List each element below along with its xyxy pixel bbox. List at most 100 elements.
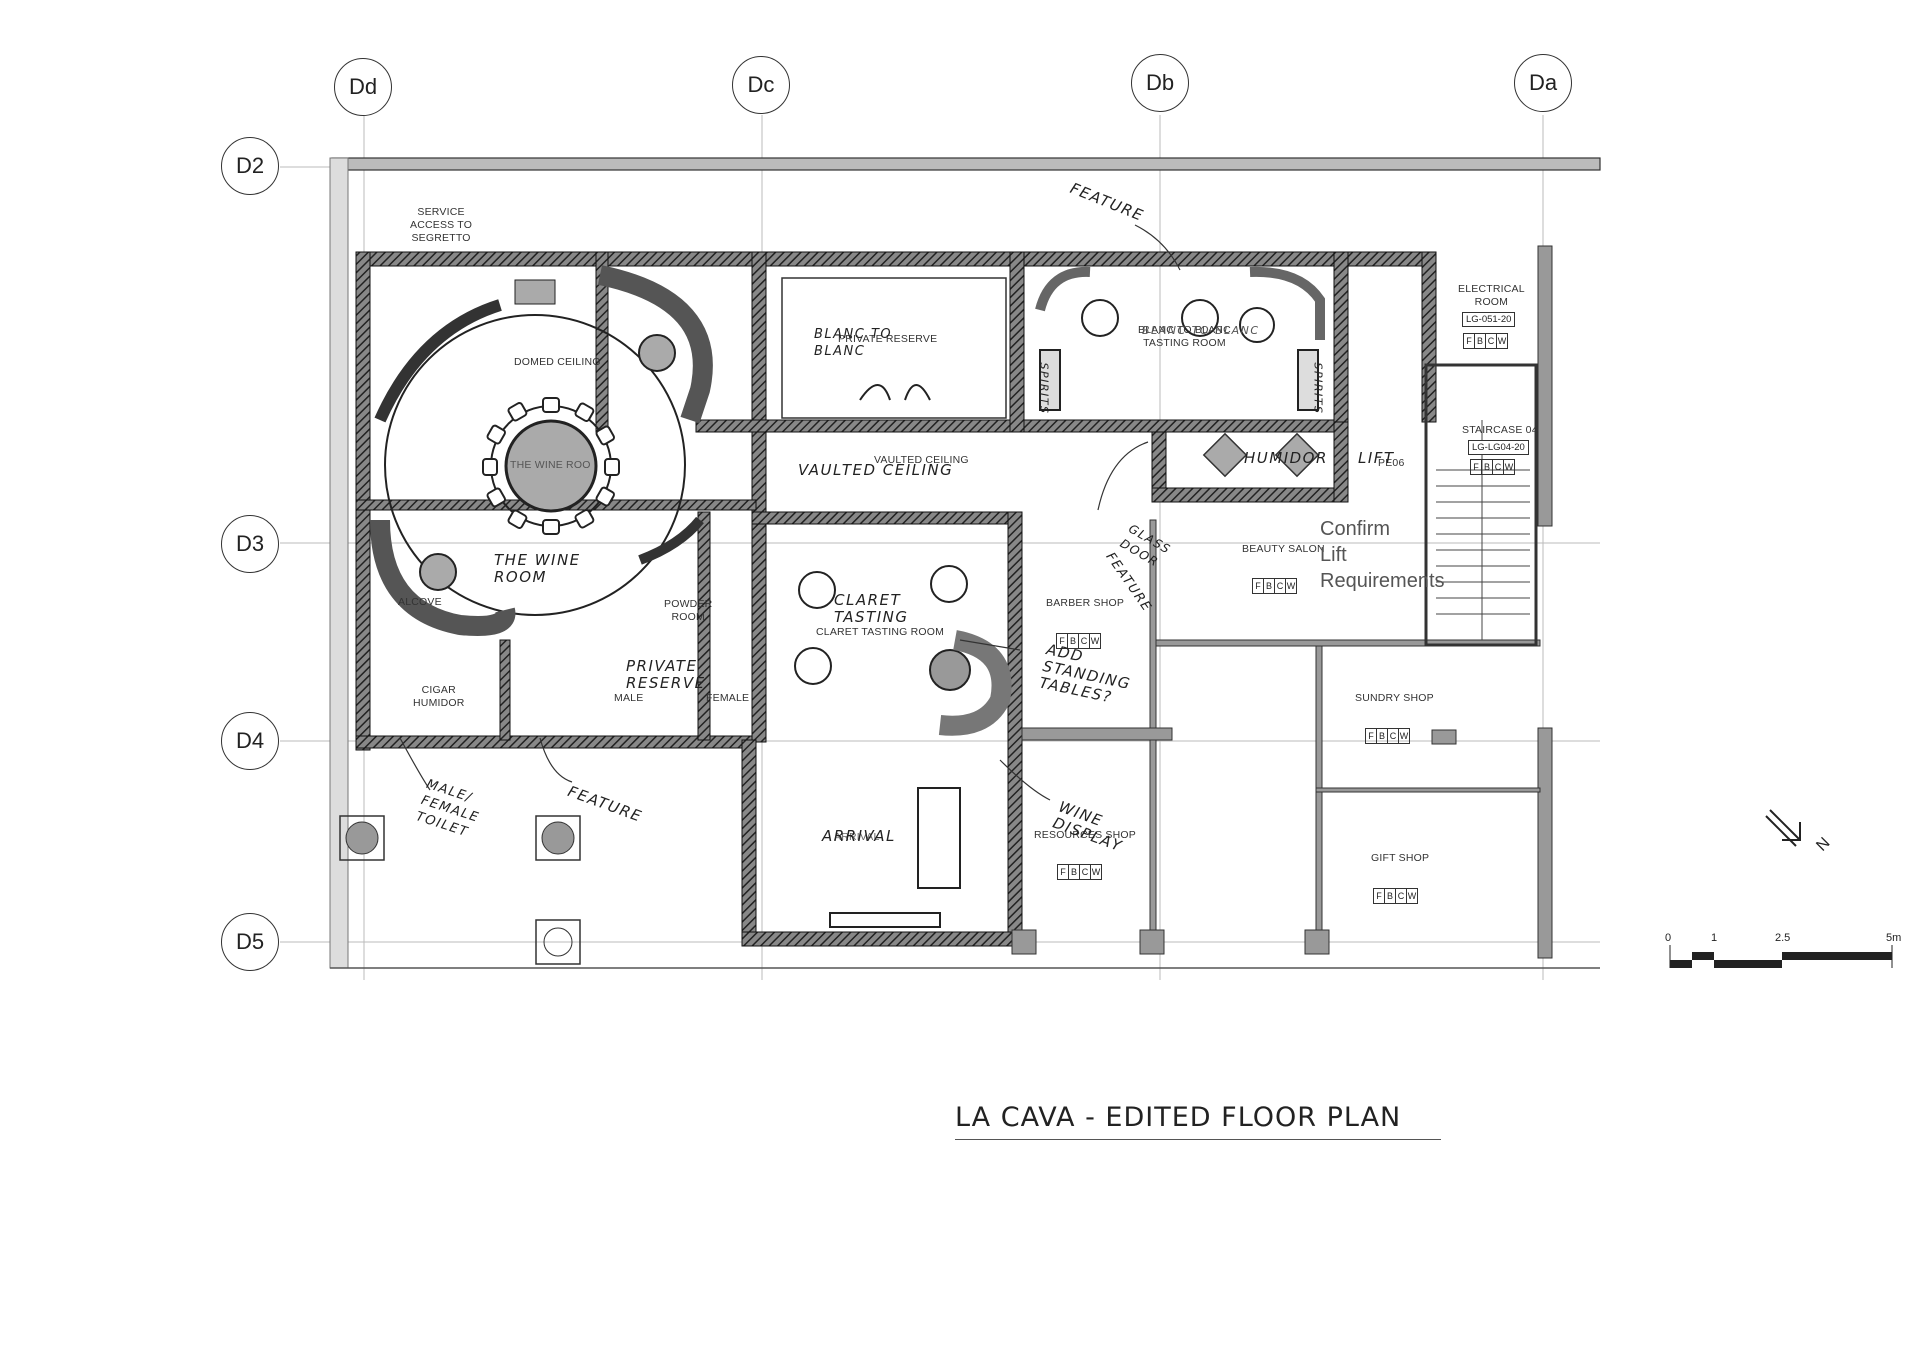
lift-tag: PE06 bbox=[1378, 457, 1405, 469]
room-label-gift-shop: GIFT SHOP bbox=[1371, 852, 1430, 864]
scale-label-5m: 5m bbox=[1886, 932, 1902, 944]
room-label-vaulted-ceiling: VAULTED CEILING bbox=[874, 454, 969, 466]
fbcw-f: F bbox=[1060, 867, 1066, 877]
leader-lines bbox=[399, 224, 1181, 801]
annotation-blanc-to-blanc: BLANC TO BLANC bbox=[814, 327, 893, 359]
fbcw-b: B bbox=[1263, 579, 1274, 593]
fbcw-w: W bbox=[1089, 634, 1100, 648]
room-label-claret-tasting-room: CLARET TASTING ROOM bbox=[816, 626, 945, 638]
room-label-sundry-shop: SUNDRY SHOP bbox=[1355, 692, 1434, 704]
fbcw-w: W bbox=[1398, 729, 1409, 743]
grid-bubble-row-d3: D3 bbox=[221, 515, 279, 573]
room-label-powder-room: POWDER ROOM bbox=[664, 598, 713, 623]
humidor-diamonds bbox=[1202, 432, 1320, 478]
scale-label-2-5: 2.5 bbox=[1775, 932, 1791, 944]
room-label-private-reserve: PRIVATE RESERVE bbox=[838, 333, 938, 345]
north-arrow bbox=[1765, 809, 1801, 847]
room-label-beauty-salon: BEAUTY SALON bbox=[1242, 543, 1325, 555]
annotation-spirits-right: SPIRITS bbox=[1311, 362, 1325, 415]
top-wall bbox=[331, 157, 1601, 171]
arrival-desk bbox=[917, 787, 961, 889]
fbcw-b: B bbox=[1067, 634, 1078, 648]
right-walls bbox=[1021, 245, 1553, 959]
fbcw-w: W bbox=[1503, 460, 1514, 474]
fbcw-w: W bbox=[1285, 579, 1296, 593]
code-staircase: LG-LG04-20 bbox=[1468, 440, 1529, 455]
annotation-arrival: ARRIVAL bbox=[822, 827, 896, 845]
fbcw-c: C bbox=[1274, 579, 1285, 593]
fbcw-b: B bbox=[1474, 334, 1485, 348]
fbcw-c: C bbox=[1078, 634, 1089, 648]
staircase-treads bbox=[1436, 420, 1530, 640]
room-label-domed-ceiling: DOMED CEILING bbox=[514, 356, 601, 368]
room-label-alcove: ALCOVE bbox=[398, 596, 442, 608]
grid-bubble-col-dd: Dd bbox=[334, 58, 392, 116]
room-label-blanc-tasting-room: BLANC TO BLANC TASTING ROOM bbox=[1138, 324, 1231, 349]
annotation-vaulted-ceiling: VAULTED CEILING bbox=[798, 461, 954, 479]
room-label-barber-shop: BARBER SHOP bbox=[1046, 597, 1125, 609]
annotation-private-reserve: PRIVATE RESERVE bbox=[626, 657, 706, 692]
fbcw-c: C bbox=[1079, 865, 1090, 879]
room-label-resources-shop: RESOURCES SHOP bbox=[1034, 829, 1136, 841]
fbcw-w: W bbox=[1406, 889, 1417, 903]
grid-bubble-col-dc: Dc bbox=[732, 56, 790, 114]
fbcw-f: F bbox=[1473, 462, 1479, 472]
drawing-title: LA CAVA - EDITED FLOOR PLAN bbox=[955, 1102, 1442, 1140]
main-walls bbox=[355, 251, 1437, 947]
scale-label-0: 0 bbox=[1665, 932, 1672, 944]
blanc-seating bbox=[1035, 266, 1325, 411]
grid-bubble-row-d5: D5 bbox=[221, 913, 279, 971]
fbcw-f: F bbox=[1368, 731, 1374, 741]
fbcw-w: W bbox=[1496, 334, 1507, 348]
fbcw-c: C bbox=[1395, 889, 1406, 903]
fbcw-b: B bbox=[1384, 889, 1395, 903]
room-label-cigar-humidor: CIGAR HUMIDOR bbox=[413, 684, 465, 709]
room-label-service-access: SERVICE ACCESS TO SEGRETTO bbox=[410, 206, 473, 244]
annotation-humidor: HUMIDOR bbox=[1244, 449, 1328, 467]
scale-label-1: 1 bbox=[1711, 932, 1718, 944]
grid-bubble-col-da: Da bbox=[1514, 54, 1572, 112]
column-squares bbox=[1011, 729, 1457, 955]
wine-room-table bbox=[482, 397, 620, 535]
fbcw-b: B bbox=[1481, 460, 1492, 474]
grid-bubble-row-d4: D4 bbox=[221, 712, 279, 770]
fbcw-b: B bbox=[1376, 729, 1387, 743]
claret-tables bbox=[794, 565, 1012, 736]
scale-bar bbox=[1669, 945, 1893, 968]
annotation-lift: LIFT bbox=[1358, 449, 1395, 467]
confirm-lift-note: Confirm Lift Requirements bbox=[1320, 518, 1445, 592]
annotation-blanc-to-blanc-2: BLANC TO BLANC bbox=[1142, 324, 1260, 337]
left-column-strip bbox=[329, 157, 349, 969]
wine-room-shape bbox=[370, 265, 713, 636]
fbcw-f: F bbox=[1255, 581, 1261, 591]
fbcw-f: F bbox=[1466, 336, 1472, 346]
room-label-arrival: ARRIVAL bbox=[834, 831, 880, 843]
fbcw-c: C bbox=[1492, 460, 1503, 474]
annotation-spirits-left: SPIRITS bbox=[1037, 362, 1051, 415]
fbcw-f: F bbox=[1376, 891, 1382, 901]
room-label-electrical-room: ELECTRICAL ROOM bbox=[1458, 283, 1525, 308]
room-label-wine-room: THE WINE ROO bbox=[510, 459, 591, 471]
fbcw-c: C bbox=[1485, 334, 1496, 348]
grid-bubble-col-db: Db bbox=[1131, 54, 1189, 112]
grid-bubble-row-d2: D2 bbox=[221, 137, 279, 195]
fbcw-c: C bbox=[1387, 729, 1398, 743]
room-label-female: FEMALE bbox=[706, 692, 750, 704]
annotation-the-wine-room: THE WINE ROOM bbox=[494, 551, 581, 586]
fbcw-w: W bbox=[1090, 865, 1101, 879]
room-label-male: MALE bbox=[614, 692, 644, 704]
annotation-claret-tasting: CLARET TASTING bbox=[834, 591, 909, 626]
fbcw-b: B bbox=[1068, 865, 1079, 879]
code-electrical: LG-051-20 bbox=[1462, 312, 1516, 327]
private-reserve-outline bbox=[781, 277, 1007, 419]
fbcw-f: F bbox=[1059, 636, 1065, 646]
exterior-columns bbox=[339, 815, 581, 965]
